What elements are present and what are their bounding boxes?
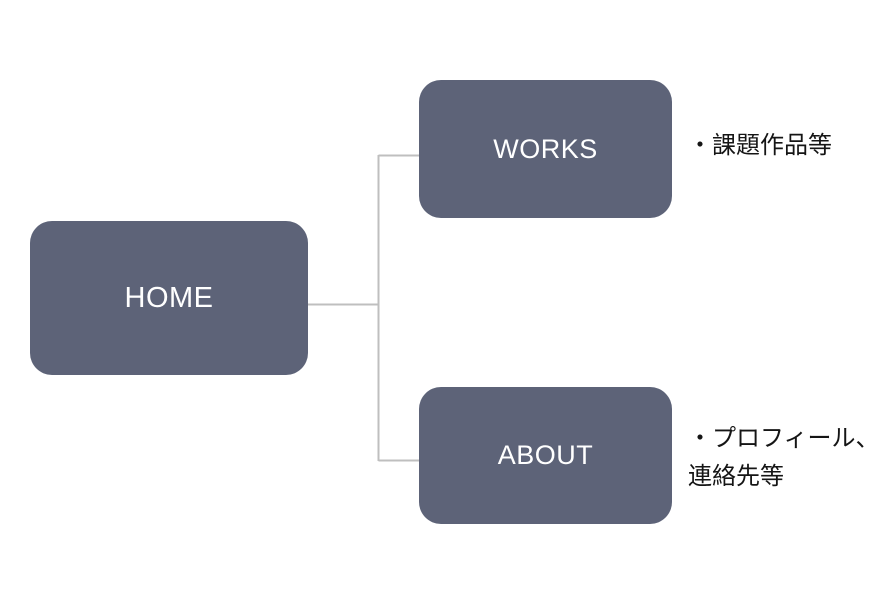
node-about-label: ABOUT: [497, 440, 594, 470]
node-works[interactable]: WORKS: [419, 80, 672, 218]
node-home-label: HOME: [124, 281, 214, 314]
node-works-label: WORKS: [493, 133, 598, 164]
annotation-about: ・プロフィール、 連絡先等: [688, 424, 880, 490]
node-home[interactable]: HOME: [30, 221, 308, 375]
annotation-works: ・課題作品等: [688, 131, 832, 159]
node-about[interactable]: ABOUT: [419, 387, 672, 524]
